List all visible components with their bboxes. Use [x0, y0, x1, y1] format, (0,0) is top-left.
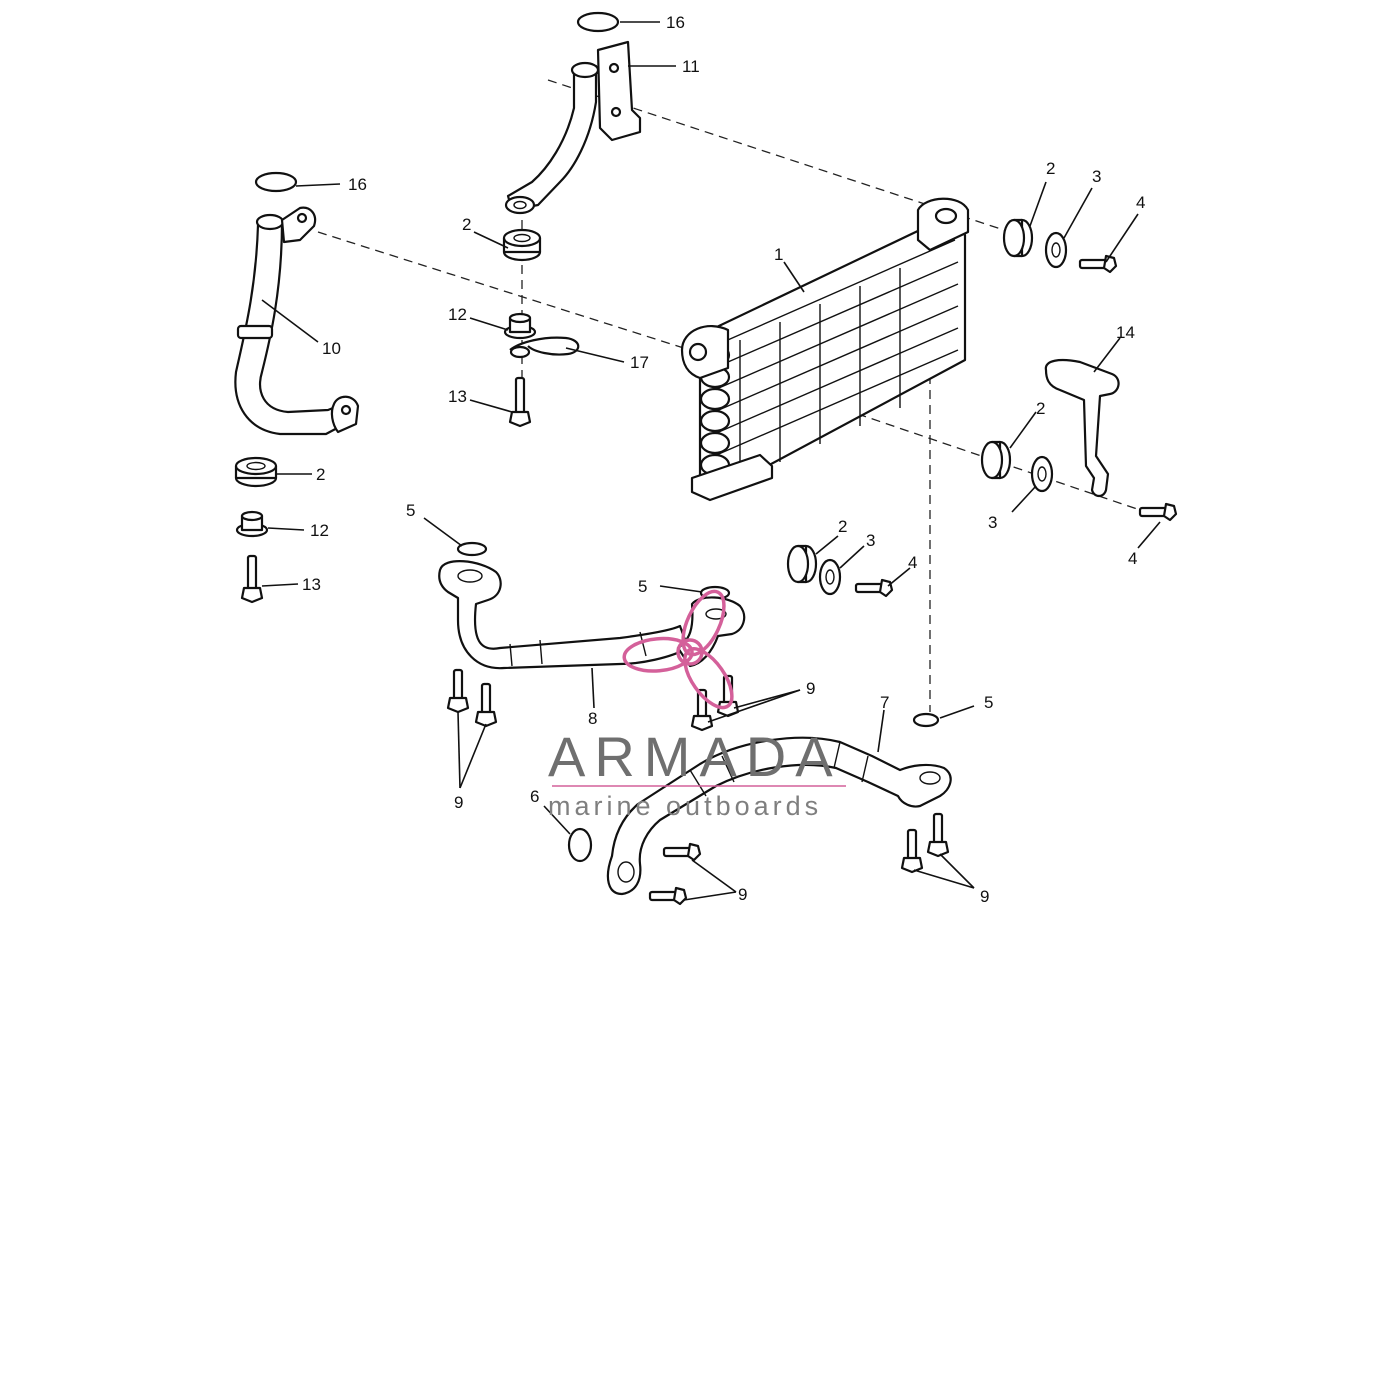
cooler-fins	[704, 239, 959, 480]
grommet-2-upper-right	[1002, 218, 1034, 258]
bolt-4-mid	[854, 578, 894, 598]
label-9-right: 9	[980, 887, 989, 906]
bolt-9-b	[474, 682, 498, 728]
washer-group	[818, 231, 1068, 596]
label-3-lower: 3	[866, 531, 875, 550]
bolt-9-e	[662, 842, 702, 862]
label-9-bottom: 9	[738, 885, 747, 904]
label-3-mid-right: 3	[988, 513, 997, 532]
collar-12-top	[503, 312, 537, 340]
cooler-mount-tabs	[680, 197, 970, 502]
label-13-left: 13	[302, 575, 321, 594]
callout-labels: 16 11 16 10 2 3 4 1 2 12 17 13 14 2 3 4 …	[302, 13, 1145, 906]
collar-and-bolt-group	[235, 312, 537, 604]
bolt-9-group	[446, 668, 950, 906]
clip-17	[509, 336, 580, 359]
grommet-2-lower	[786, 544, 818, 584]
watermark-title: ARMADA	[548, 725, 842, 788]
bolt-13-left	[240, 554, 264, 604]
cap-16-group	[254, 11, 620, 193]
label-2-mid-right: 2	[1036, 399, 1045, 418]
armada-watermark: ARMADA marine outboards	[548, 589, 846, 821]
label-4-right: 4	[1128, 549, 1137, 568]
label-14: 14	[1116, 323, 1135, 342]
bracket-14	[1044, 359, 1120, 498]
label-4-upper-right: 4	[1136, 193, 1145, 212]
bolt-9-g	[900, 828, 924, 874]
hose-7	[606, 736, 952, 896]
bracket-10	[234, 206, 360, 436]
label-10: 10	[322, 339, 341, 358]
label-5-left: 5	[406, 501, 415, 520]
label-1: 1	[774, 245, 783, 264]
label-9-upper: 9	[806, 679, 815, 698]
grommet-group	[234, 218, 1034, 584]
label-3-upper-right: 3	[1092, 167, 1101, 186]
label-9-left: 9	[454, 793, 463, 812]
grommet-2-left	[234, 456, 278, 488]
label-16-left: 16	[348, 175, 367, 194]
label-12-left: 12	[310, 521, 329, 540]
collar-12-left	[235, 510, 269, 538]
grommet-2-mid-right	[980, 440, 1012, 480]
label-6: 6	[530, 787, 539, 806]
label-2-left: 2	[316, 465, 325, 484]
bolt-4-right	[1138, 502, 1178, 522]
bolt-9-h	[926, 812, 950, 858]
label-2-top: 2	[462, 215, 471, 234]
label-17: 17	[630, 353, 649, 372]
propeller-logo-icon	[622, 589, 734, 710]
grommet-2-top	[502, 228, 542, 262]
bolt-4-top	[1078, 254, 1118, 274]
leader-lines	[261, 21, 1161, 901]
label-13-top: 13	[448, 387, 467, 406]
oil-cooler	[680, 197, 970, 502]
label-11: 11	[682, 57, 700, 76]
label-12-top: 12	[448, 305, 467, 324]
bolt-4-group	[854, 254, 1178, 598]
label-5-mid: 5	[638, 577, 647, 596]
label-2-lower: 2	[838, 517, 847, 536]
bolt-9-f	[648, 886, 688, 906]
label-5-right: 5	[984, 693, 993, 712]
label-8: 8	[588, 709, 597, 728]
bolt-9-a	[446, 668, 470, 714]
label-2-upper-right: 2	[1046, 159, 1055, 178]
label-4-lower: 4	[908, 553, 917, 572]
label-7: 7	[880, 693, 889, 712]
watermark-subtitle: marine outboards	[548, 791, 822, 821]
bolt-13-top	[508, 376, 532, 428]
bracket-11	[504, 40, 642, 215]
label-16-top: 16	[666, 13, 685, 32]
